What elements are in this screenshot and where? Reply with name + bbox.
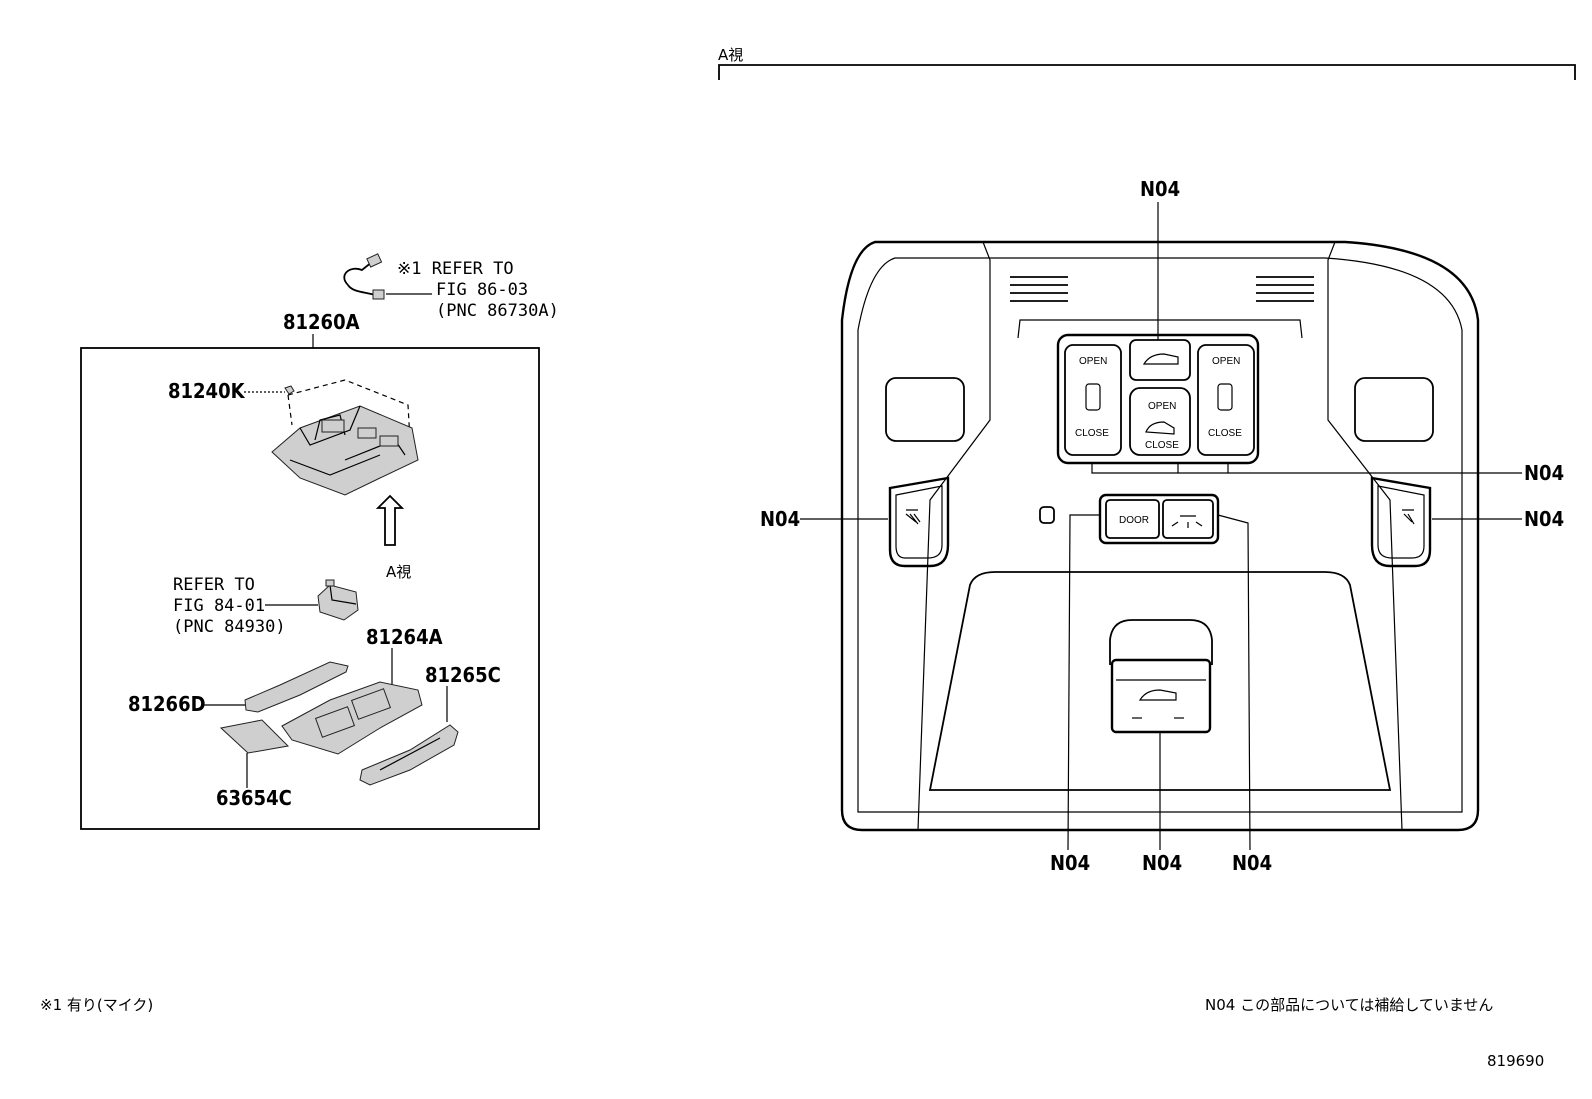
right-console-view: A視: [718, 46, 1576, 875]
part-code-81264A: 81264A: [366, 625, 443, 649]
figure-number: 819690: [1487, 1052, 1544, 1070]
door-room-lamp-switches: DOOR: [1098, 493, 1220, 545]
part-code-81240K: 81240K: [168, 379, 246, 403]
microphone-harness-icon: [343, 253, 432, 300]
back-door-open-label: OPEN: [1148, 401, 1176, 412]
right-door-open-label: OPEN: [1212, 356, 1240, 367]
rear-hatch-switch: [1129, 339, 1191, 381]
left-door-close-label: CLOSE: [1075, 428, 1109, 439]
console-outline: [840, 240, 1480, 832]
footer-right-note: N04 この部品については補給していません: [1205, 996, 1493, 1014]
left-exploded-view: ※1 REFER TO FIG 86-03 (PNC 86730A) 81260…: [80, 253, 559, 830]
rear-entertainment-switch: [1109, 619, 1213, 734]
part-code-81260A: 81260A: [283, 310, 360, 334]
footer-left-note: ※1 有り(マイク): [40, 996, 153, 1014]
ref-mic-line3: (PNC 86730A): [436, 301, 559, 321]
view-bracket: [718, 64, 1576, 80]
lower-recess: [928, 571, 1392, 791]
switch-unit-part: [317, 579, 359, 621]
right-map-lamp-switch: [1370, 476, 1432, 568]
callout-n04-rear-switch: N04: [1142, 851, 1182, 875]
back-door-switch: [1129, 387, 1191, 456]
ref-unit-line1: REFER TO: [173, 575, 255, 595]
view-title: A視: [718, 46, 743, 64]
sensor-indicator: [1039, 506, 1055, 524]
right-vent: [1256, 276, 1314, 302]
callout-n04-room-switch: N04: [1232, 851, 1272, 875]
ref-mic-line2: FIG 86-03: [436, 280, 528, 300]
left-vent: [1010, 276, 1068, 302]
lower-bezel-parts: [219, 661, 459, 786]
right-door-close-label: CLOSE: [1208, 428, 1242, 439]
assembly-box: [80, 347, 540, 830]
callout-n04-switch-bank: N04: [1524, 461, 1564, 485]
ref-unit-line3: (PNC 84930): [173, 617, 286, 637]
callout-n04-top: N04: [1140, 177, 1180, 201]
ref-mic-line1: ※1 REFER TO: [397, 259, 514, 279]
callout-n04-left-lamp: N04: [760, 507, 800, 531]
right-door-switch: [1197, 344, 1255, 456]
left-door-switch: [1064, 344, 1122, 456]
sliding-door-switch-bank: OPEN CLOSE OPEN CLOSE OPEN CLOSE: [1056, 333, 1260, 465]
callout-n04-door-switch: N04: [1050, 851, 1090, 875]
part-code-63654C: 63654C: [216, 786, 292, 810]
back-door-close-label: CLOSE: [1145, 440, 1179, 451]
part-code-81265C: 81265C: [425, 663, 501, 687]
right-map-lamp-lens: [1354, 377, 1434, 442]
door-lamp-switch: [1105, 499, 1160, 539]
view-arrow-label: A視: [386, 563, 411, 581]
left-map-lamp-switch: [888, 476, 950, 568]
console-housing-part: [271, 379, 419, 496]
room-lamp-switch: [1162, 499, 1214, 539]
callout-n04-right-lamp: N04: [1524, 507, 1564, 531]
ref-unit-line2: FIG 84-01: [173, 596, 265, 616]
left-map-lamp-lens: [885, 377, 965, 442]
view-direction-arrow: [375, 494, 405, 546]
left-door-open-label: OPEN: [1079, 356, 1107, 367]
door-switch-label: DOOR: [1119, 515, 1149, 526]
part-code-81266D: 81266D: [128, 692, 206, 716]
